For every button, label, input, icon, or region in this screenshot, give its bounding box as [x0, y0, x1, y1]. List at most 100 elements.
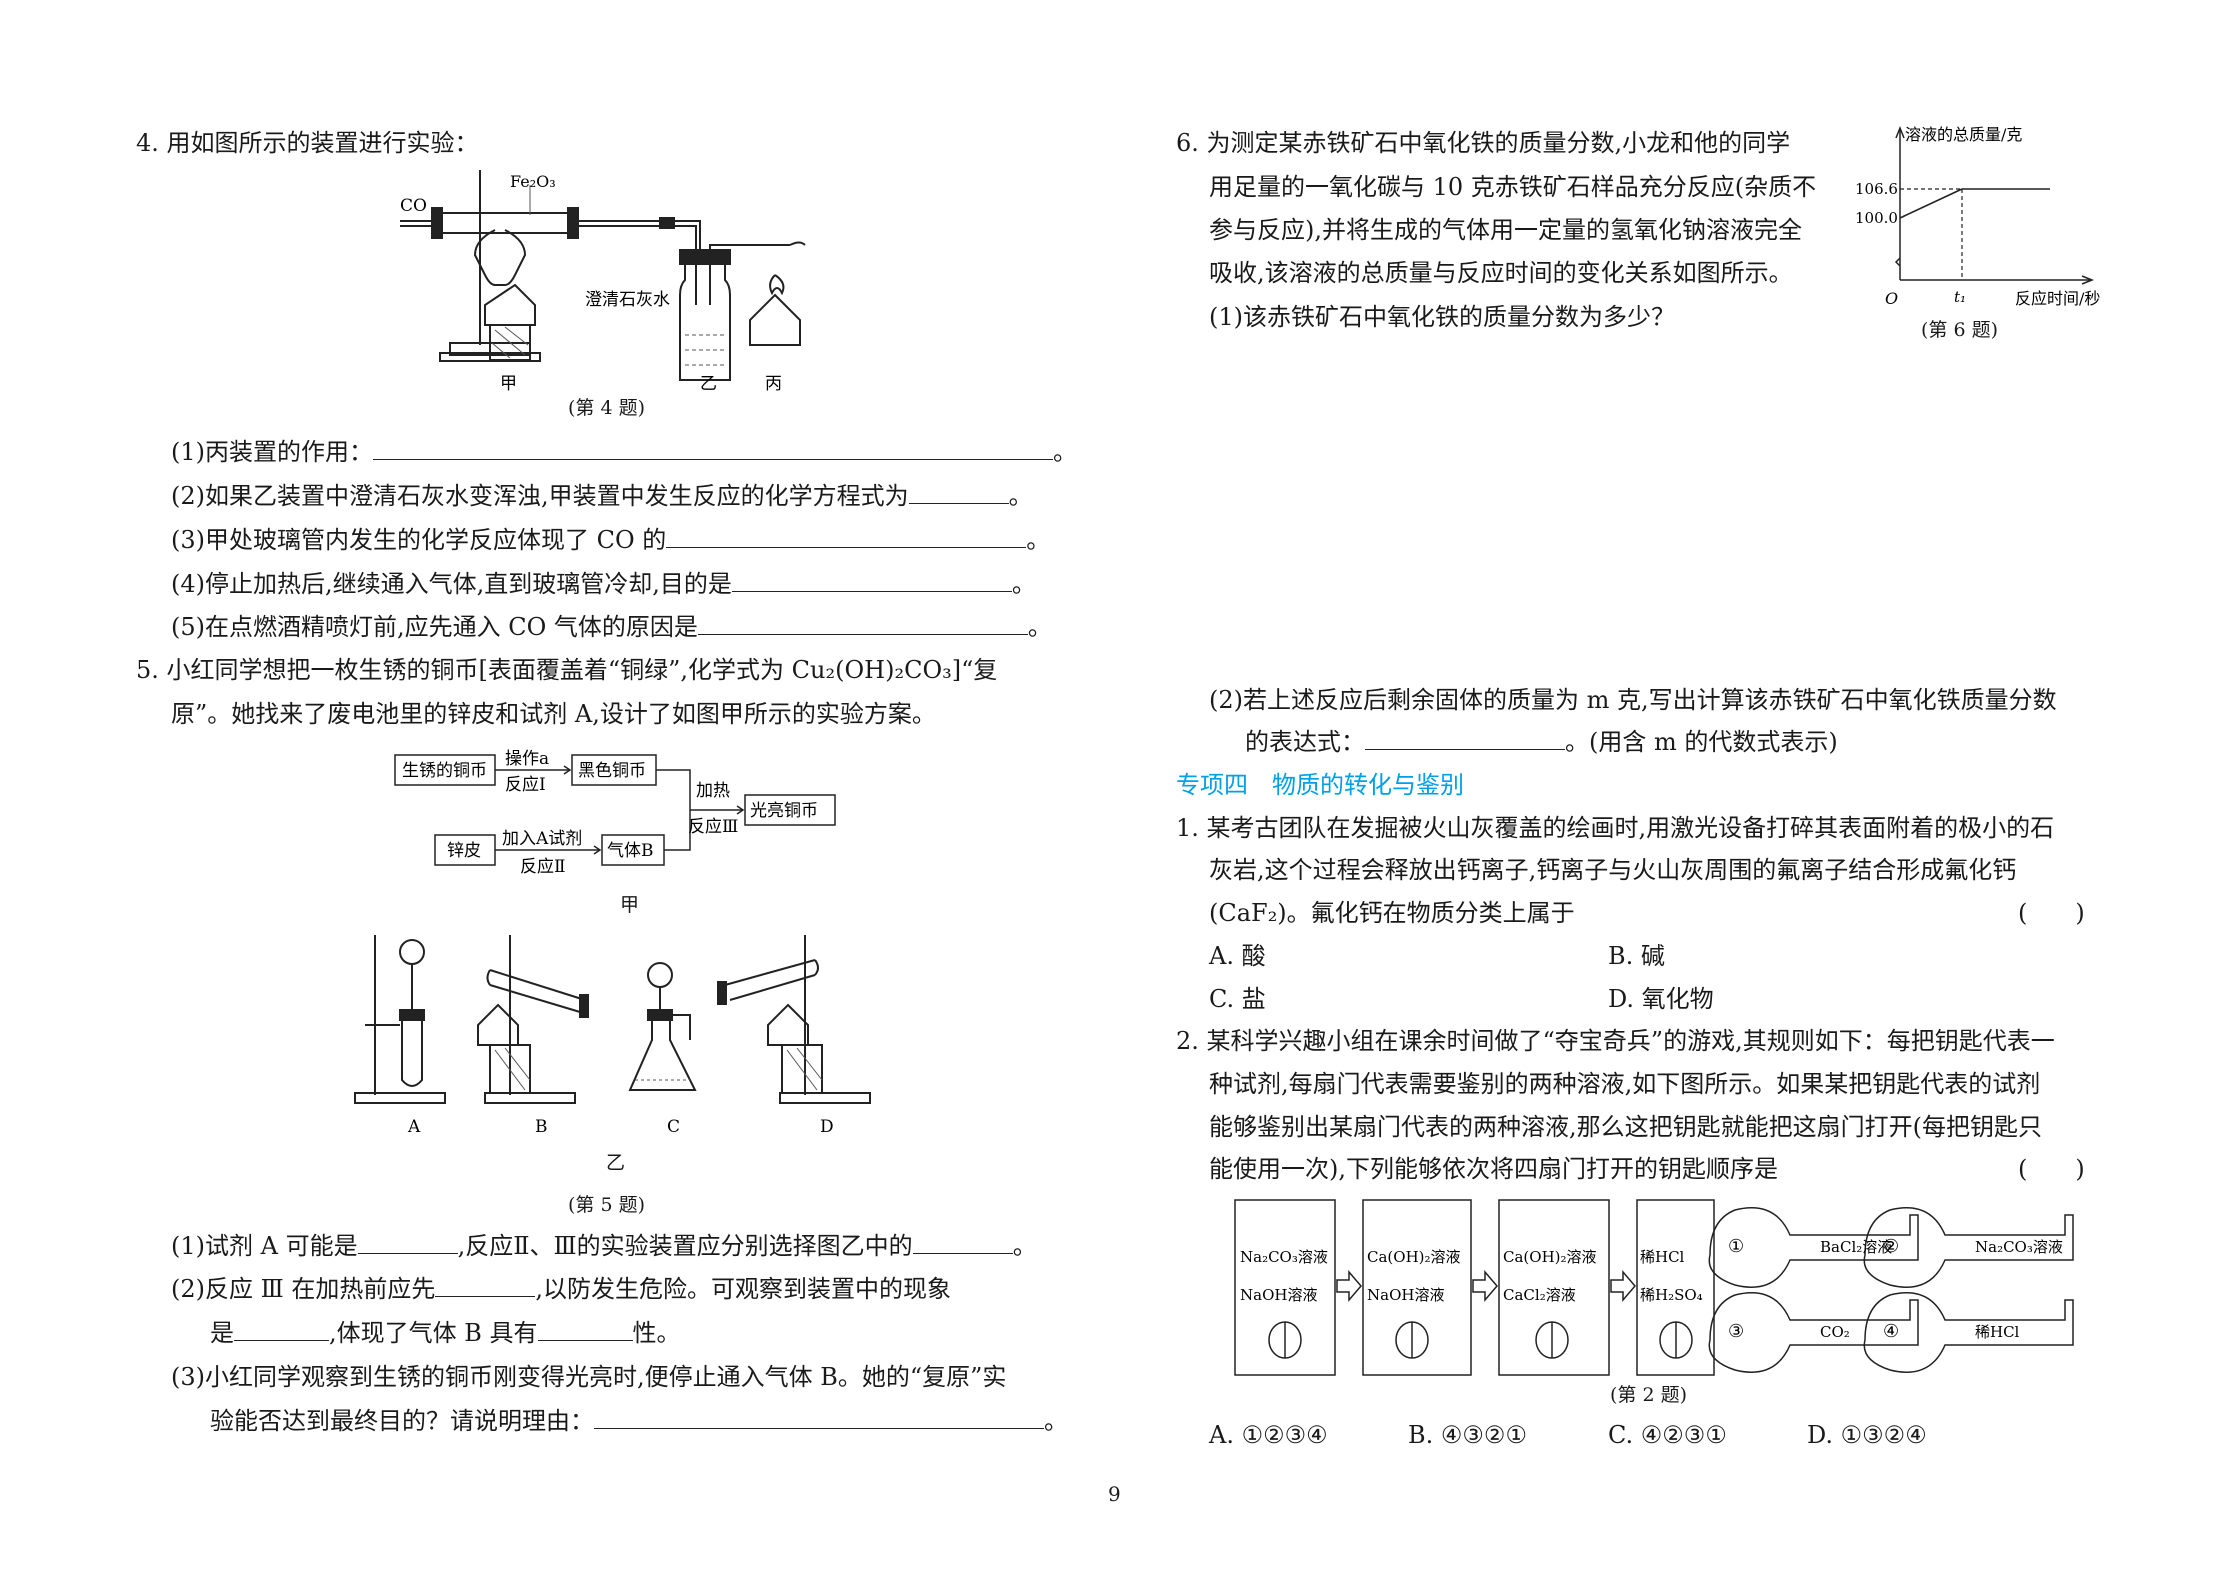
flow-r2: 反应Ⅱ: [520, 857, 566, 877]
flow-label-jia: 甲: [620, 894, 640, 916]
q4-caption: (第 4 题): [568, 397, 645, 419]
apparatus-b-label: B: [535, 1117, 548, 1137]
s1-option-a[interactable]: A. 酸: [1209, 942, 1266, 970]
answer-blank[interactable]: [234, 1318, 329, 1341]
period: 。: [1026, 526, 1051, 554]
q4-sub4-text: (4)停止加热后,继续通入气体,直到玻璃管冷却,目的是: [171, 570, 732, 598]
section-title: 专项四 物质的转化与鉴别: [1176, 771, 1464, 799]
q5-stem-2: 原”。她找来了废电池里的锌皮和试剂 A,设计了如图甲所示的实验方案。: [171, 700, 936, 728]
q4-stem: 4. 用如图所示的装置进行实验：: [136, 129, 479, 157]
label-yi: 乙: [700, 374, 717, 394]
answer-blank[interactable]: [594, 1406, 1044, 1429]
x-axis-label: 反应时间/秒: [2015, 289, 2100, 308]
answer-blank[interactable]: [697, 612, 1028, 635]
key-2-label: Na₂CO₃溶液: [1975, 1238, 2063, 1256]
flow-zinc: 锌皮: [447, 841, 481, 861]
q6-line-4: 吸收,该溶液的总质量与反应时间的变化关系如图所示。: [1209, 259, 1793, 287]
q6-sub2-text-c: 。(用含 m 的代数式表示): [1565, 728, 1838, 756]
flow-heat: 加热: [696, 781, 730, 801]
q5-sub2-cont: 是,体现了气体 B 具有性。: [210, 1318, 681, 1348]
q5-sub1-text-b: ,反应Ⅱ、Ⅲ的实验装置应分别选择图乙中的: [457, 1232, 913, 1260]
door-2-solution-2: NaOH溶液: [1367, 1286, 1444, 1304]
axis-break: [1894, 257, 1901, 267]
s2-line-3: 能够鉴别出某扇门代表的两种溶液,那么这把钥匙就能把这扇门打开(每把钥匙只: [1209, 1113, 2042, 1141]
flow-op-a: 操作a: [505, 749, 549, 769]
answer-blank[interactable]: [666, 525, 1027, 548]
period: 。: [1027, 613, 1052, 641]
answer-blank[interactable]: [357, 1231, 458, 1254]
key-3-number: ③: [1728, 1321, 1744, 1342]
q6-line-1: 6. 为测定某赤铁矿石中氧化铁的质量分数,小龙和他的同学: [1176, 129, 1791, 157]
y-tick-100: 100.0: [1855, 209, 1898, 227]
series-segment: [1899, 188, 1963, 219]
label-jia: 甲: [500, 374, 517, 394]
answer-blank[interactable]: [373, 437, 1053, 460]
q5-caption: (第 5 题): [568, 1194, 645, 1216]
q6-line-3: 参与反应),并将生成的气体用一定量的氢氧化钠溶液完全: [1209, 216, 1802, 244]
page-number: 9: [1108, 1482, 1121, 1506]
s2-option-a[interactable]: A. ①②③④: [1209, 1421, 1328, 1449]
s1-option-c[interactable]: C. 盐: [1209, 985, 1266, 1013]
period: 。: [1012, 1232, 1037, 1260]
flow-r1: 反应Ⅰ: [505, 775, 546, 795]
apparatus-c-label: C: [667, 1117, 680, 1137]
key-1-label: BaCl₂溶液: [1820, 1238, 1892, 1256]
q4-sub3-text: (3)甲处玻璃管内发生的化学反应体现了 CO 的: [171, 526, 667, 554]
key-2-number: ②: [1883, 1236, 1899, 1257]
answer-blank[interactable]: [731, 569, 1012, 592]
period: 。: [1008, 482, 1033, 510]
key-4-number: ④: [1883, 1321, 1899, 1342]
q5-sub2: (2)反应 Ⅲ 在加热前应先 ,以防发生危险。可观察到装置中的现象: [171, 1274, 951, 1304]
q4-sub3: (3)甲处玻璃管内发生的化学反应体现了 CO 的 。: [171, 525, 1050, 555]
q5-apparatus-figure: A B C D: [354, 935, 871, 1137]
q5-sub1-text-a: (1)试剂 A 可能是: [171, 1232, 358, 1260]
answer-paren[interactable]: ( ): [2018, 1155, 2085, 1183]
answer-blank[interactable]: [908, 481, 1009, 504]
q4-sub1: (1)丙装置的作用：。: [171, 437, 1077, 467]
flow-r3: 反应Ⅲ: [688, 817, 738, 837]
y-axis-label: 溶液的总质量/克: [1905, 125, 2022, 144]
q5-sub3-text: 验能否达到最终目的？请说明理由：: [210, 1407, 594, 1435]
q6-line-2: 用足量的一氧化碳与 10 克赤铁矿石样品充分反应(杂质不: [1209, 173, 1817, 201]
q5-sub2-text-e: 性。: [632, 1319, 681, 1347]
q5-stem-1: 5. 小红同学想把一枚生锈的铜币[表面覆盖着“铜绿”,化学式为 Cu₂(OH)₂…: [136, 656, 998, 684]
q6-sub2-text-b: 的表达式：: [1245, 728, 1365, 756]
q6-sub2: (2)若上述反应后剩余固体的质量为 m 克,写出计算该赤铁矿石中氧化铁质量分数: [1209, 686, 2057, 714]
flow-bright-coin: 光亮铜币: [750, 801, 818, 821]
period: 。: [1053, 438, 1077, 466]
answer-paren[interactable]: ( ): [2018, 899, 2085, 927]
q4-sub2-text: (2)如果乙装置中澄清石灰水变浑浊,甲装置中发生反应的化学方程式为: [171, 482, 909, 510]
answer-blank[interactable]: [912, 1231, 1013, 1254]
q5-sub2-text-b: ,以防发生危险。可观察到装置中的现象: [535, 1275, 952, 1303]
s1-option-b[interactable]: B. 碱: [1608, 942, 1665, 970]
q6-sub2-cont: 的表达式： 。(用含 m 的代数式表示): [1245, 727, 1838, 757]
fe2o3-label: Fe₂O₃: [510, 172, 556, 191]
q5-sub2-text-a: (2)反应 Ⅲ 在加热前应先: [171, 1275, 436, 1303]
answer-blank[interactable]: [537, 1318, 633, 1341]
limewater-label: 澄清石灰水: [585, 290, 670, 310]
q6-line-5: (1)该赤铁矿石中氧化铁的质量分数为多少？: [1209, 303, 1675, 331]
period: 。: [1044, 1407, 1068, 1435]
q5-sub2-text-d: ,体现了气体 B 具有: [329, 1319, 538, 1347]
co-label: CO: [400, 196, 427, 216]
door-4-solution-2: 稀H₂SO₄: [1640, 1286, 1703, 1304]
s2-option-c[interactable]: C. ④②③①: [1608, 1421, 1727, 1449]
door-3-solution-1: Ca(OH)₂溶液: [1503, 1248, 1597, 1266]
q4-sub5-text: (5)在点燃酒精喷灯前,应先通入 CO 气体的原因是: [171, 613, 698, 641]
apparatus-a-label: A: [407, 1117, 421, 1137]
y-tick-106-6: 106.6: [1855, 180, 1898, 198]
q5-flow-diagram: 生锈的铜币 操作a 反应Ⅰ 黑色铜币 加热 反应Ⅲ 光亮铜币 锌皮 加入A试剂 …: [394, 749, 836, 877]
s1-option-d[interactable]: D. 氧化物: [1608, 985, 1714, 1013]
answer-blank[interactable]: [1365, 727, 1565, 750]
origin-label: O: [1885, 289, 1898, 308]
s2-option-b[interactable]: B. ④③②①: [1408, 1421, 1527, 1449]
flow-rusty-coin: 生锈的铜币: [402, 761, 487, 781]
door-4-solution-1: 稀HCl: [1640, 1248, 1685, 1266]
q5-sub3: (3)小红同学观察到生锈的铜币刚变得光亮时,便停止通入气体 B。她的“复原”实: [171, 1363, 1007, 1391]
door-2-solution-1: Ca(OH)₂溶液: [1367, 1248, 1461, 1266]
s2-doors-keys-figure: Na₂CO₃溶液 NaOH溶液 Ca(OH)₂溶液 NaOH溶液 Ca(OH)₂…: [1234, 1199, 2074, 1376]
s2-line-2: 种试剂,每扇门代表需要鉴别的两种溶液,如下图所示。如果某把钥匙代表的试剂: [1209, 1070, 2041, 1098]
period: 。: [1011, 570, 1036, 598]
answer-blank[interactable]: [435, 1274, 536, 1297]
s2-option-d[interactable]: D. ①③②④: [1807, 1421, 1927, 1449]
